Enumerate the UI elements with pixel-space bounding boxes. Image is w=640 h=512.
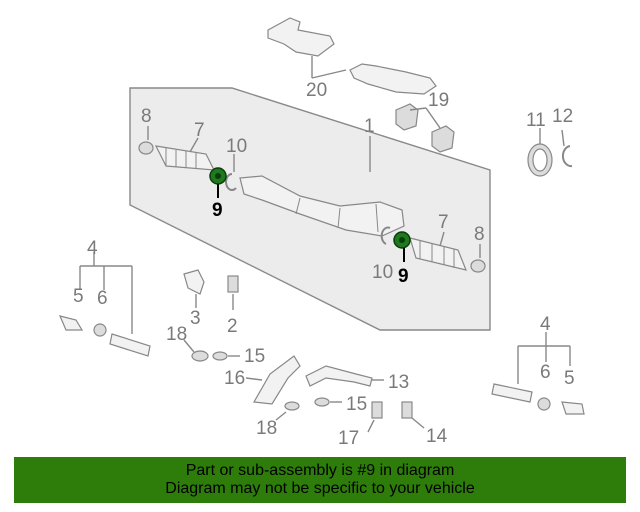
callout-16: 16	[224, 368, 245, 389]
callout-10-right: 10	[372, 262, 393, 283]
part-18-washer-top	[183, 339, 209, 362]
callout-17: 17	[338, 428, 359, 449]
callout-8-right: 8	[474, 224, 485, 245]
right-boot-assembly	[380, 226, 486, 273]
callout-5-left: 5	[73, 286, 84, 307]
callout-6-left: 6	[97, 288, 108, 309]
part-14-fitting	[401, 401, 425, 429]
callout-1: 1	[364, 116, 375, 137]
part-2-bolt	[227, 275, 239, 310]
info-banner: Part or sub-assembly is #9 in diagram Di…	[14, 457, 626, 503]
part-20-shield	[267, 17, 437, 95]
part-13-pipe	[305, 365, 384, 387]
callout-15-top: 15	[244, 346, 265, 367]
callout-3: 3	[190, 308, 201, 329]
right-tie-rod-group	[491, 332, 585, 415]
callout-8-left: 8	[141, 106, 152, 127]
part-11-ring	[527, 128, 553, 177]
callout-2: 2	[227, 316, 238, 337]
part-18-washer-bottom	[275, 401, 300, 421]
callout-11: 11	[526, 110, 546, 131]
callout-18-bottom: 18	[256, 418, 277, 439]
banner-line-2: Diagram may not be specific to your vehi…	[165, 480, 475, 497]
callout-9-right: 9	[398, 266, 409, 287]
callout-10-left: 10	[226, 136, 247, 157]
part-12-clip	[561, 129, 573, 168]
callout-5-right: 5	[564, 368, 575, 389]
callout-12: 12	[552, 106, 573, 127]
callout-4-right: 4	[540, 314, 551, 335]
left-boot-assembly	[138, 126, 237, 191]
part-15-washer-top	[212, 351, 240, 361]
left-tie-rod-group	[58, 252, 151, 357]
callout-13: 13	[388, 372, 409, 393]
callout-14: 14	[426, 426, 448, 447]
part-9-highlight-left[interactable]	[209, 167, 227, 198]
callout-9-left: 9	[212, 200, 223, 221]
part-15-washer-bottom	[314, 397, 342, 407]
callout-7-right: 7	[438, 212, 449, 233]
part-9-highlight-right[interactable]	[393, 231, 411, 262]
callout-4-left: 4	[87, 238, 98, 259]
parts-diagram: 1 20 19 11 12 8 7 10 9 7 8 10 9 4 5 6 3 …	[58, 17, 585, 449]
part-3-bracket	[183, 269, 205, 308]
callout-20: 20	[306, 80, 327, 101]
rack-body	[239, 136, 405, 237]
callout-6-right: 6	[540, 362, 551, 383]
part-16-pipe	[245, 355, 301, 405]
banner-line-1: Part or sub-assembly is #9 in diagram	[185, 462, 455, 479]
part-19-bushings	[395, 103, 455, 153]
callout-18-top: 18	[166, 324, 187, 345]
part-17-fitting	[367, 401, 383, 433]
callout-15-bottom: 15	[346, 394, 367, 415]
callout-19: 19	[428, 90, 449, 111]
callout-7-left: 7	[194, 120, 205, 141]
